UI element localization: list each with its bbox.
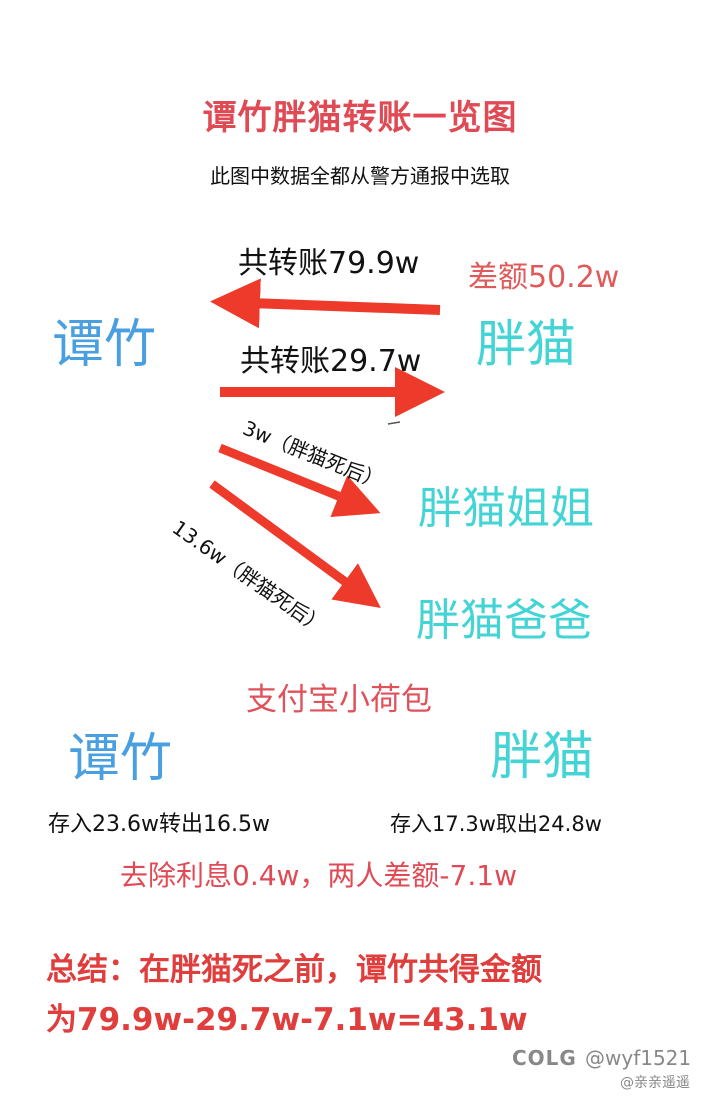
page-subtitle: 此图中数据全都从警方通报中选取 — [210, 164, 510, 188]
page-title: 谭竹胖猫转账一览图 — [202, 98, 518, 138]
watermark-handle: @wyf1521 — [585, 1046, 692, 1070]
summary-line-2: 为79.9w-29.7w-7.1w=43.1w — [46, 1002, 528, 1038]
alipay-party-pangmao: 胖猫 — [490, 727, 595, 787]
alipay-party-tanzhu: 谭竹 — [68, 729, 173, 789]
arrow-to-father — [209, 480, 381, 608]
alipay-heading: 支付宝小荷包 — [246, 682, 432, 718]
arrow-to-sister — [218, 443, 381, 518]
alipay-pangmao-flow: 存入17.3w取出24.8w — [390, 812, 602, 836]
watermark-logo: COLG — [512, 1046, 577, 1070]
arrow-to-tanzhu — [210, 278, 441, 329]
watermark-sub: @亲亲遥遥 — [620, 1075, 690, 1091]
party-tanzhu: 谭竹 — [52, 315, 157, 375]
stray-mark — [387, 421, 401, 425]
party-father: 胖猫爸爸 — [416, 595, 592, 646]
interest-note: 去除利息0.4w，两人差额-7.1w — [120, 859, 517, 892]
alipay-tanzhu-flow: 存入23.6w转出16.5w — [48, 812, 270, 837]
party-sister: 胖猫姐姐 — [418, 483, 594, 534]
transfer-total-to-tanzhu: 共转账79.9w — [238, 246, 420, 281]
difference-label: 差额50.2w — [468, 260, 620, 295]
party-pangmao: 胖猫 — [476, 315, 576, 373]
transfer-total-to-pangmao: 共转账29.7w — [240, 344, 422, 379]
summary-line-1: 总结：在胖猫死之前，谭竹共得金额 — [46, 952, 542, 988]
